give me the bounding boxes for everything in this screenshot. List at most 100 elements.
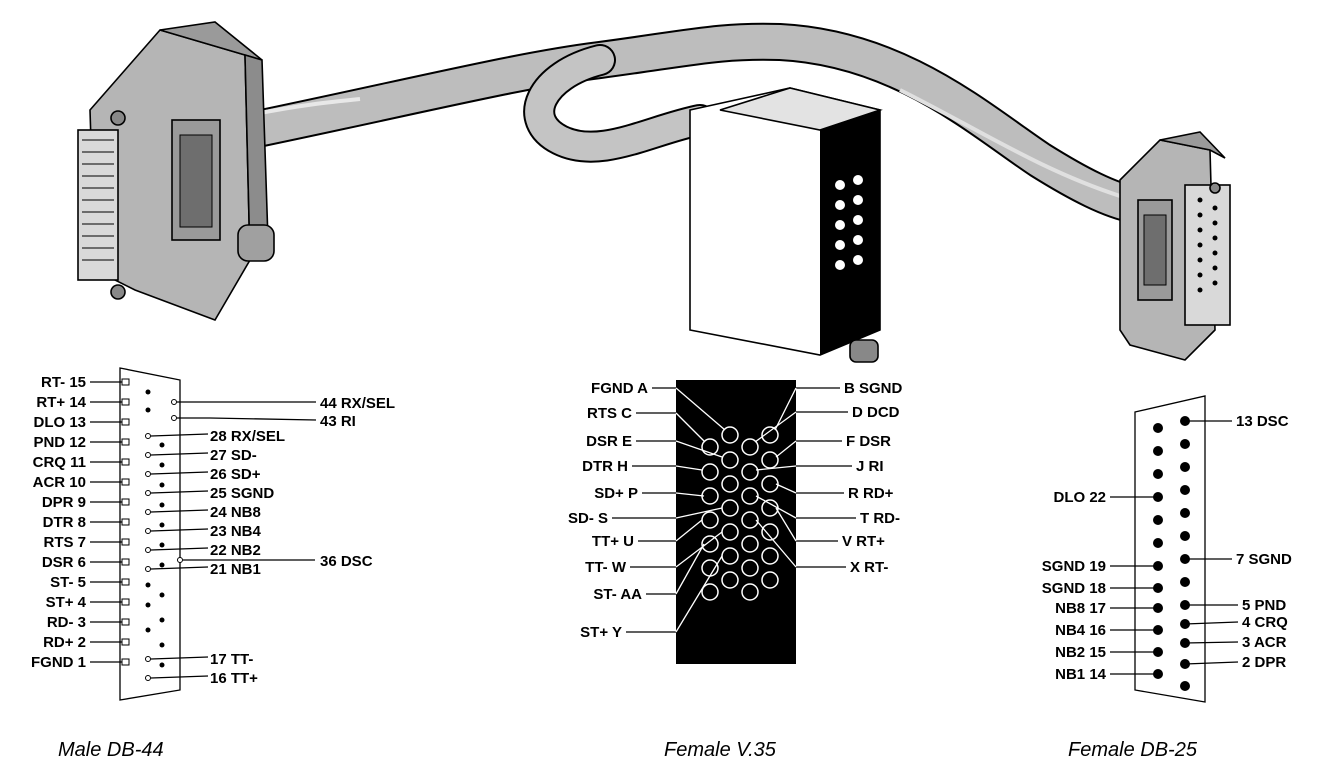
- db44-pin-socket: [121, 598, 130, 606]
- db44-pin-socket: [121, 638, 130, 646]
- db44-pin-36-label: 36 DSC: [320, 553, 373, 570]
- db44-pin-17-label: 17 TT-: [210, 651, 253, 668]
- db44-pin-socket: [121, 398, 130, 406]
- db44-pin-13-label: DLO 13: [33, 414, 86, 431]
- db25-pin-2-label: 2 DPR: [1242, 654, 1286, 671]
- db44-pin-socket: [121, 618, 130, 626]
- v35-pin-h-label: DTR H: [582, 458, 628, 475]
- db44-pin-socket: [121, 418, 130, 426]
- db44-connector-drawing: [77, 21, 275, 321]
- db44-pin-3-label: RD- 3: [47, 614, 86, 631]
- db44-pin-socket: [145, 433, 151, 439]
- db44-pin-16-label: 16 TT+: [210, 670, 258, 687]
- db44-leader-line: [150, 433, 209, 437]
- db44-pin-socket: [145, 490, 151, 496]
- db25-pin-18-label: SGND 18: [1042, 580, 1106, 597]
- db25-pin-14-label: NB1 14: [1055, 666, 1107, 683]
- v35-pin-y-label: ST+ Y: [580, 624, 622, 641]
- db44-pin-10-label: ACR 10: [33, 474, 86, 491]
- db44-pin-socket: [145, 471, 151, 477]
- v35-pin-a-label: FGND A: [591, 380, 648, 397]
- v35-pin-f-label: F DSR: [846, 433, 891, 450]
- db44-pin-27-label: 27 SD-: [210, 447, 257, 464]
- db44-pin-26-label: 26 SD+: [210, 466, 261, 483]
- db44-pin-11-label: CRQ 11: [33, 454, 86, 471]
- db44-pin-socket: [145, 452, 151, 458]
- db44-pin-21-label: 21 NB1: [210, 561, 261, 578]
- db44-pin-socket: [121, 438, 130, 446]
- v35-pin-c-label: RTS C: [587, 405, 632, 422]
- db25-pin-7-label: 7 SGND: [1236, 551, 1292, 568]
- v35-pin-p-label: SD+ P: [594, 485, 638, 502]
- db44-leader-line: [150, 566, 209, 570]
- db25-pin-17-label: NB8 17: [1055, 600, 1106, 617]
- v35-pin-e-label: DSR E: [586, 433, 632, 450]
- db44-pin-44-label: 44 RX/SEL: [320, 395, 395, 412]
- db25-pin-16-label: NB4 16: [1055, 622, 1106, 639]
- db44-pinout: 44 RX/SEL 43 RI 36 DSC 28 RX/SEL 27 SD- …: [31, 367, 395, 701]
- v35-caption: Female V.35: [664, 739, 777, 761]
- db44-pin-socket: [145, 528, 151, 534]
- db25-pin-19-label: SGND 19: [1042, 558, 1106, 575]
- v35-pin-d-label: D DCD: [852, 404, 900, 421]
- db44-pin-socket: [145, 547, 151, 553]
- db44-pin-12-label: PND 12: [33, 434, 86, 451]
- db25-pin-15-label: NB2 15: [1055, 644, 1106, 661]
- db44-pin-socket: [145, 509, 151, 515]
- db25-pin-5-label: 5 PND: [1242, 597, 1286, 614]
- db44-pin-socket: [121, 498, 130, 506]
- db44-pin-2-label: RD+ 2: [43, 634, 86, 651]
- db44-pin-9-label: DPR 9: [42, 494, 86, 511]
- db44-pin-socket: [121, 658, 130, 666]
- db44-pin-socket: [145, 566, 151, 572]
- db44-pin-socket: [145, 656, 151, 662]
- db44-pin-socket: [121, 458, 130, 466]
- v35-pin-u-label: TT+ U: [592, 533, 634, 550]
- db44-pin-7-label: RTS 7: [43, 534, 86, 551]
- v35-pin-j-label: J RI: [856, 458, 884, 475]
- db44-pin-6-label: DSR 6: [42, 554, 86, 571]
- db44-caption: Male DB-44: [58, 739, 164, 761]
- db25-pinout: DLO 22 SGND 19 SGND 18 NB8 17 NB4 16 NB2…: [1042, 395, 1292, 703]
- v35-pin-aa-label: ST- AA: [593, 586, 642, 603]
- db44-pin-socket: [121, 578, 130, 586]
- v35-pin-w-label: TT- W: [585, 559, 627, 576]
- db25-pin-4-label: 4 CRQ: [1242, 614, 1288, 631]
- db44-pin-socket: [145, 675, 151, 681]
- db44-leader-line: [150, 509, 209, 513]
- db25-caption: Female DB-25: [1068, 739, 1198, 761]
- db44-pin-5-label: ST- 5: [50, 574, 86, 591]
- db44-leader-line: [150, 675, 209, 679]
- db44-pin-8-label: DTR 8: [43, 514, 86, 531]
- db44-pin-43-label: 43 RI: [320, 413, 356, 430]
- db44-pin-24-label: 24 NB8: [210, 504, 261, 521]
- db44-pin-1-label: FGND 1: [31, 654, 86, 671]
- db44-pin-28-label: 28 RX/SEL: [210, 428, 285, 445]
- v35-pin-v-label: V RT+: [842, 533, 885, 550]
- db44-leader-line: [150, 547, 209, 551]
- db44-pin-socket: [121, 558, 130, 566]
- db44-pin-23-label: 23 NB4: [210, 523, 262, 540]
- db44-pin-socket: [121, 378, 130, 386]
- db44-leader-line: [150, 490, 209, 494]
- v35-pinout: FGND A RTS C DSR E DTR H SD+ P SD- S TT+…: [568, 380, 903, 664]
- db44-leader-line: [150, 656, 209, 660]
- db25-pin-13-label: 13 DSC: [1236, 413, 1289, 430]
- v35-pin-b-label: B SGND: [844, 380, 903, 397]
- v35-pin-s-label: SD- S: [568, 510, 608, 527]
- db44-pin-socket: [121, 478, 130, 486]
- db44-leader-line: [150, 452, 209, 456]
- db44-pin-4-label: ST+ 4: [46, 594, 87, 611]
- db44-pin-22-label: 22 NB2: [210, 542, 261, 559]
- db44-leader-line: [150, 528, 209, 532]
- v35-pin-t-label: T RD-: [860, 510, 900, 527]
- v35-adapter-drawing: [689, 87, 883, 363]
- db44-pin-15-label: RT- 15: [41, 374, 86, 391]
- db44-pin-25-label: 25 SGND: [210, 485, 274, 502]
- db44-pin-14-label: RT+ 14: [36, 394, 86, 411]
- db25-pin-22-label: DLO 22: [1053, 489, 1106, 506]
- db44-pin-socket: [121, 518, 130, 526]
- v35-pin-r-label: R RD+: [848, 485, 894, 502]
- cable-illustration: [243, 22, 1154, 224]
